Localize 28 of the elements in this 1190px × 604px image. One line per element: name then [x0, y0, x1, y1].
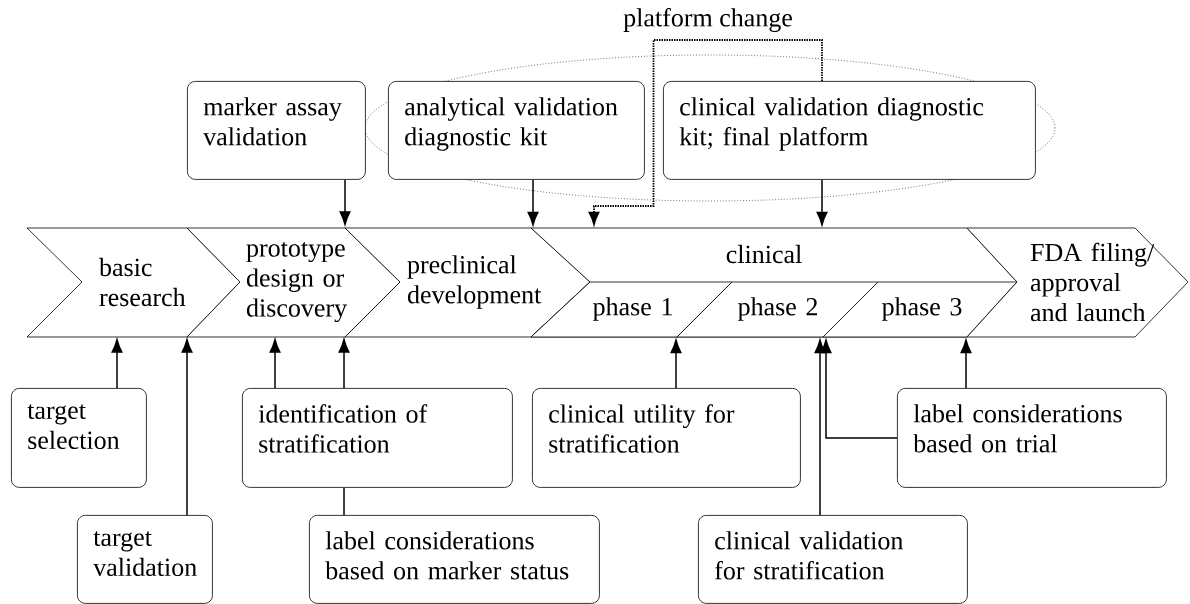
arrow [338, 339, 350, 389]
arrow [814, 339, 826, 516]
arrow [960, 339, 972, 389]
text-box: clinical utility for stratification [532, 388, 801, 488]
text-box: label considerations based on trial [897, 388, 1167, 488]
arrow [181, 339, 193, 516]
arrow [339, 179, 351, 225]
stage-box: prototype design or discovery [186, 227, 401, 338]
arrow [527, 179, 539, 226]
text-box: target validation [77, 515, 213, 604]
text-box: marker assay validation [187, 81, 366, 180]
text-box: target selection [11, 388, 147, 488]
arrow [269, 339, 281, 389]
text-box: identification of stratification [242, 388, 513, 488]
arrow [670, 339, 682, 389]
arrow [820, 339, 898, 439]
node-label: FDA filing/ approval and launch [1030, 242, 1155, 322]
edge-label: platform change [623, 8, 792, 32]
arrow [816, 179, 828, 226]
text-box: clinical validation for stratification [698, 515, 968, 604]
text-box: analytical validation diagnostic kit [388, 81, 645, 180]
phase-box: phase 2 [676, 281, 879, 338]
text-box: label considerations based on marker status [309, 515, 600, 604]
arrow [111, 339, 123, 389]
text-box: clinical validation diagnostic kit; final platform [663, 81, 1036, 180]
phase-box: phase 3 [822, 281, 1018, 338]
arrow [588, 39, 823, 225]
stage-box: basic research [26, 227, 241, 338]
